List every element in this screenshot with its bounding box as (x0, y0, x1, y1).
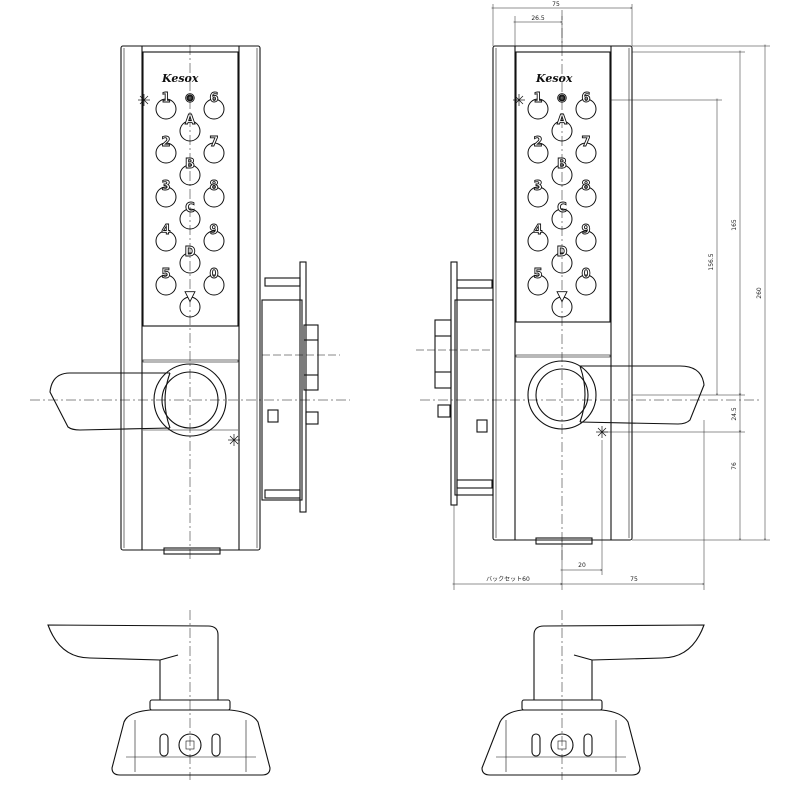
backset-label: バックセット60 (486, 576, 530, 583)
keypad-label: C (185, 201, 195, 216)
keypad-label: 4 (533, 223, 542, 238)
keypad-label: D (185, 245, 196, 260)
dim-height-24-5: 24.5 (731, 407, 738, 421)
keypad-button (527, 142, 549, 164)
keypad-button (203, 98, 225, 120)
keypad-label: 5 (533, 267, 542, 282)
keypad-button (527, 230, 549, 252)
keypad-button (575, 274, 597, 296)
dimension-lines (454, 4, 770, 590)
keypad-label: ⊚ (557, 91, 568, 106)
keypad-label: B (185, 157, 195, 172)
keypad-button (155, 186, 177, 208)
keypad-button (551, 296, 573, 318)
dim-offset: 26.5 (531, 15, 545, 22)
keypad-button (575, 186, 597, 208)
keypad-label: C (557, 201, 567, 216)
keypad-button (575, 98, 597, 120)
keypad-button (575, 142, 597, 164)
keypad-label: 3 (533, 179, 542, 194)
keypad-label: 9 (581, 223, 590, 238)
keypad-left: 1 ⊚ 6A2 7B3 8C4 9D5 0 ▼ (155, 91, 225, 318)
keypad-label: A (557, 113, 567, 128)
keypad-label: 0 (209, 267, 218, 282)
keypad-button (551, 164, 573, 186)
bottom-view-left (47, 624, 271, 776)
keypad-label: ▼ (557, 289, 567, 304)
keypad-button (179, 252, 201, 274)
keypad-button (203, 142, 225, 164)
front-view-right (416, 10, 760, 780)
keypad-label: D (557, 245, 568, 260)
dim-height-76: 76 (731, 462, 738, 470)
keypad-label: 9 (209, 223, 218, 238)
dim-total-width: 75 (552, 1, 560, 8)
keypad-right: 1 ⊚ 6A2 7B3 8C4 9D5 0 ▼ (527, 91, 597, 318)
dim-height-156-5: 156.5 (708, 253, 715, 270)
keypad-button (527, 98, 549, 120)
keypad-button (155, 230, 177, 252)
keypad-button (551, 208, 573, 230)
keypad-button (551, 252, 573, 274)
keypad-button (179, 208, 201, 230)
keypad-label: ⊚ (185, 91, 196, 106)
dim-height-260: 260 (756, 287, 763, 299)
keypad-button (203, 274, 225, 296)
keypad-button (179, 296, 201, 318)
keypad-button (155, 274, 177, 296)
keypad-label: 8 (581, 179, 590, 194)
keypad-label: 6 (209, 91, 218, 106)
logo-text-right: Kesox (535, 72, 573, 85)
bottom-view-right (481, 624, 705, 776)
keypad-button (203, 230, 225, 252)
keypad-label: 2 (161, 135, 170, 150)
keypad-label: 0 (581, 267, 590, 282)
keypad-label: A (185, 113, 195, 128)
keypad-label: 4 (161, 223, 170, 238)
keypad-button (155, 142, 177, 164)
keypad-button (551, 120, 573, 142)
dim-width-20: 20 (578, 562, 586, 569)
keypad-button (575, 230, 597, 252)
keypad-label: 6 (581, 91, 590, 106)
keypad-button (155, 98, 177, 120)
logo-text-left: Kesox (161, 72, 199, 85)
keypad-button (527, 274, 549, 296)
keypad-label: 7 (581, 135, 590, 150)
keypad-label: B (557, 157, 567, 172)
keypad-button (527, 186, 549, 208)
keypad-label: 2 (533, 135, 542, 150)
keypad-label: 5 (161, 267, 170, 282)
keypad-button (179, 120, 201, 142)
keypad-button (179, 164, 201, 186)
keypad-label: 3 (161, 179, 170, 194)
front-view-left (30, 45, 350, 780)
keypad-label: ▼ (185, 289, 195, 304)
keypad-label: 1 (161, 91, 170, 106)
keypad-button (203, 186, 225, 208)
keypad-label: 1 (533, 91, 542, 106)
dim-bottom-75: 75 (630, 576, 638, 583)
keypad-label: 7 (209, 135, 218, 150)
dim-height-165: 165 (731, 219, 738, 231)
keypad-label: 8 (209, 179, 218, 194)
